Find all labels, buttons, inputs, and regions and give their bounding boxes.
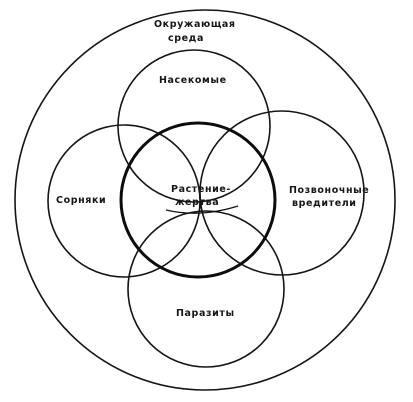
core-underline: [165, 205, 239, 214]
environment-label-line1: Окружающая: [154, 19, 236, 30]
vertebrates-label-line2: вредители: [292, 198, 357, 209]
environment-circle: [14, 9, 396, 391]
vertebrates-label-line1: Позвоночные: [289, 185, 369, 196]
plant-victim-circle: [119, 121, 277, 279]
weeds-label: Сорняки: [56, 195, 106, 206]
core-label-line1: Растение-: [171, 184, 231, 195]
environment-label-line2: среда: [168, 33, 204, 44]
parasites-label: Паразиты: [176, 308, 235, 319]
parasites-circle: [127, 210, 285, 368]
insects-circle: [117, 49, 271, 203]
insects-label: Насекомые: [159, 75, 227, 86]
core-label-line2: жертва: [175, 197, 219, 208]
